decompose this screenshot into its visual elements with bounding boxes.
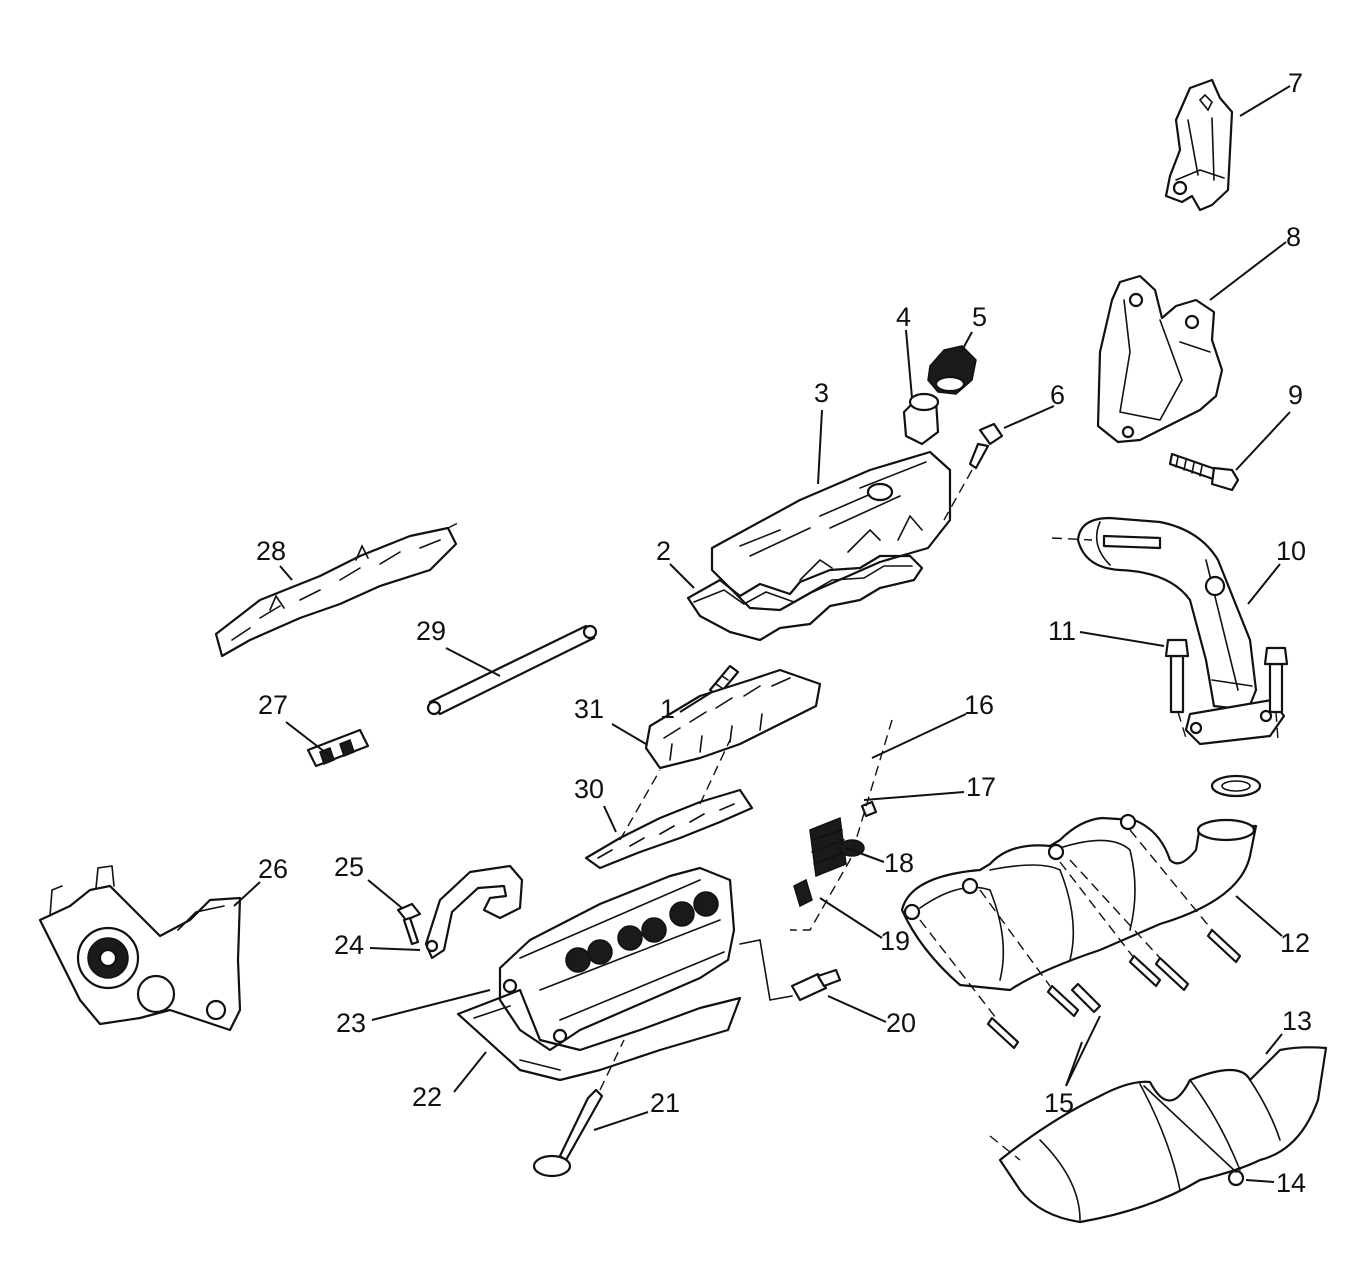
part-2-gasket (686, 554, 924, 642)
part-13-heat-shield (989, 1046, 1328, 1224)
part-7-bracket (1164, 78, 1234, 212)
callout-2: 2 (656, 536, 671, 566)
callout-8: 8 (1286, 222, 1301, 252)
callout-30: 30 (574, 774, 604, 804)
callout-14: 14 (1276, 1168, 1306, 1198)
part-8-mounting-bracket (1096, 274, 1224, 444)
part-20-sensor (739, 939, 842, 1002)
callout-3: 3 (814, 378, 829, 408)
callout-9: 9 (1288, 380, 1303, 410)
callout-10: 10 (1276, 536, 1306, 566)
part-27-lifter (306, 728, 370, 768)
part-24-lifting-bracket (424, 864, 524, 960)
part-30-rocker-guide (584, 739, 754, 870)
callout-16: 16 (964, 690, 994, 720)
callout-17: 17 (966, 772, 996, 802)
callout-13: 13 (1282, 1006, 1312, 1036)
leader-lines (233, 85, 1291, 1183)
part-28-rocker-support (214, 521, 461, 658)
part-3-valve-cover (710, 450, 952, 612)
part-22-head-gasket (456, 988, 742, 1082)
part-31-rocker-arms (644, 668, 822, 770)
part-11-bolts (1102, 534, 1289, 741)
callout-22: 22 (412, 1082, 442, 1112)
callout-5: 5 (972, 302, 987, 332)
part-18-valve-spring (809, 816, 847, 878)
part-26-accessory-drive (38, 865, 242, 1032)
callout-1: 1 (660, 694, 675, 724)
callout-19: 19 (880, 926, 910, 956)
callout-21: 21 (650, 1088, 680, 1118)
callout-24: 24 (334, 930, 364, 960)
callout-28: 28 (256, 536, 286, 566)
callout-27: 27 (258, 690, 288, 720)
part-9-bolt (1168, 452, 1240, 492)
callout-25: 25 (334, 852, 364, 882)
part-19-valve-seal (793, 878, 813, 908)
part-4-oil-filler-tube (902, 392, 940, 446)
callout-11: 11 (1048, 616, 1076, 646)
callout-15: 15 (1044, 1088, 1074, 1118)
part-5-oil-filler-cap (927, 345, 977, 395)
callout-23: 23 (336, 1008, 366, 1038)
callout-4: 4 (896, 302, 911, 332)
callout-31: 31 (574, 694, 604, 724)
part-25-bolt (396, 902, 422, 946)
part-12-exhaust-manifold (900, 813, 1258, 992)
callout-6: 6 (1050, 380, 1065, 410)
part-10-exhaust-pipe (1051, 516, 1286, 798)
part-29-pushrod (426, 624, 598, 716)
part-23-cylinder-head (498, 866, 736, 1052)
part-15-studs (919, 829, 1242, 1050)
callout-20: 20 (886, 1008, 916, 1038)
callout-18: 18 (884, 848, 914, 878)
callout-26: 26 (258, 854, 288, 884)
callout-labels: 1 2 3 4 5 6 7 8 9 10 11 12 13 14 15 16 1… (256, 68, 1312, 1198)
part-21-valve (532, 1039, 625, 1178)
callout-7: 7 (1288, 68, 1303, 98)
callout-29: 29 (416, 616, 446, 646)
part-6-bolt (943, 422, 1004, 521)
callout-12: 12 (1280, 928, 1310, 958)
